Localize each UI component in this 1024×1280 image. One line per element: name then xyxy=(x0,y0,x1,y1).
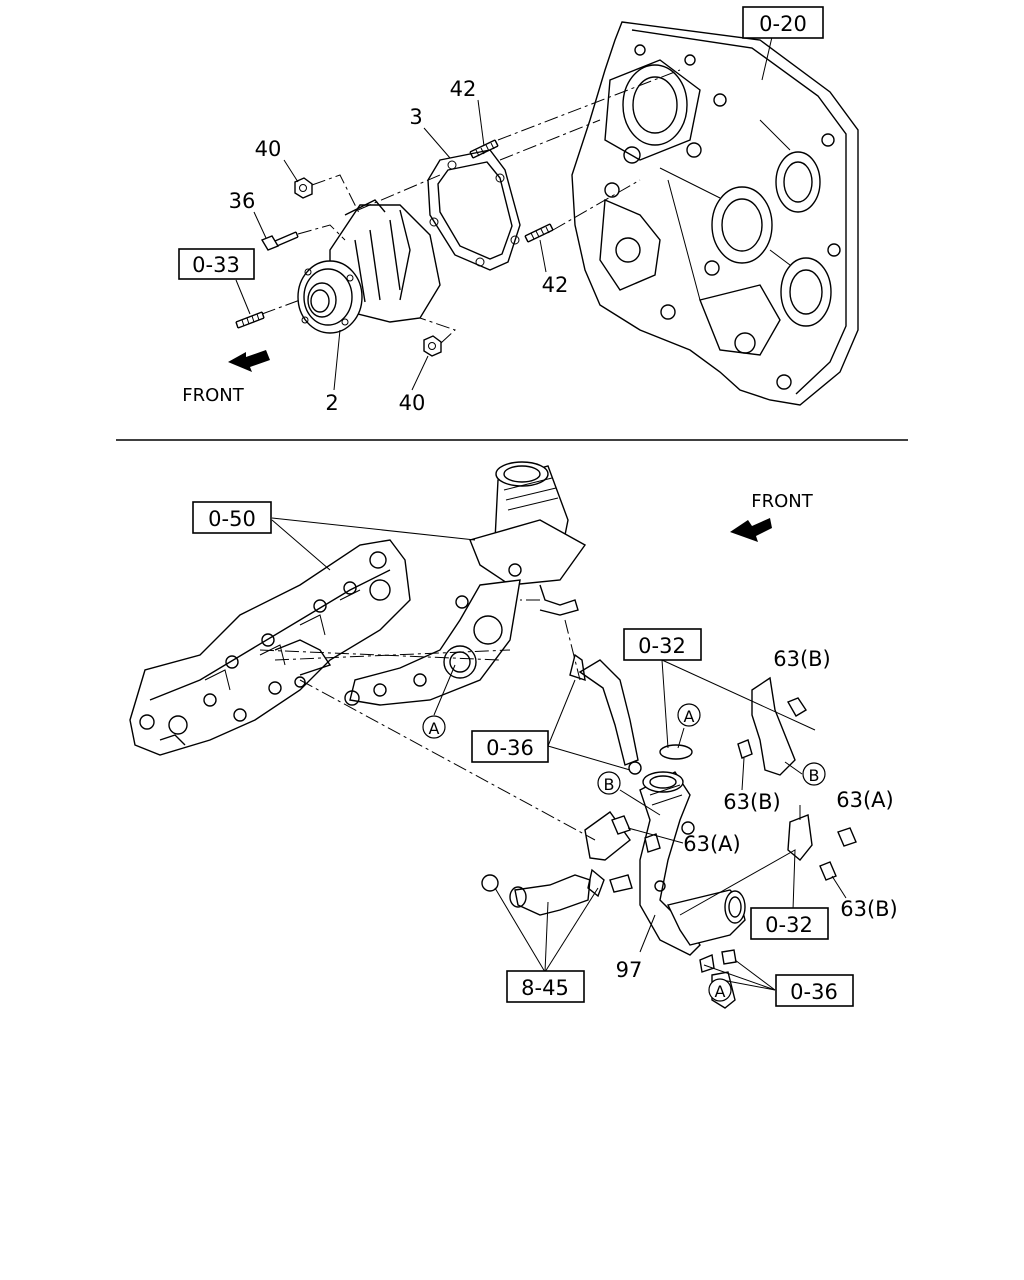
front-arrow-top xyxy=(228,350,270,372)
bolts-nuts-top xyxy=(235,139,554,357)
part-number-40-upper: 40 xyxy=(255,137,282,161)
part-number-97: 97 xyxy=(616,958,643,982)
callout-b-left: B xyxy=(597,771,621,795)
ref-box-text: 0-20 xyxy=(759,12,807,36)
callout-letter: A xyxy=(715,982,726,1001)
callout-letter: A xyxy=(684,707,695,726)
front-label-top: FRONT xyxy=(182,385,244,406)
ref-box-text: 0-36 xyxy=(790,980,838,1004)
ref-box-0-50: 0-50 xyxy=(192,501,272,534)
gasket xyxy=(427,149,521,271)
ref-box-text: 0-50 xyxy=(208,507,256,531)
ref-box-0-36-upper: 0-36 xyxy=(471,730,549,763)
assembly-lines-top xyxy=(261,69,681,344)
callout-letter: B xyxy=(604,775,615,794)
hoses-clamps xyxy=(481,653,737,1009)
ref-box-text: 0-32 xyxy=(638,634,686,658)
water-pipe-97 xyxy=(639,771,746,956)
ref-box-text: 0-33 xyxy=(192,253,240,277)
part-number-40-lower: 40 xyxy=(399,391,426,415)
part-number-3: 3 xyxy=(409,105,422,129)
cylinder-block-side xyxy=(129,539,411,756)
leaders-bottom xyxy=(271,517,847,991)
ref-box-text: 0-36 xyxy=(486,736,534,760)
part-number-2: 2 xyxy=(325,391,338,415)
leaders-top xyxy=(235,36,773,391)
brackets-bolts-bottom xyxy=(584,676,857,881)
part-number-63b-lower: 63(B) xyxy=(840,897,898,921)
oil-cooler-housing xyxy=(344,579,521,706)
part-number-63b-middle: 63(B) xyxy=(723,790,781,814)
callout-a-hose: A xyxy=(708,978,732,1002)
part-number-36: 36 xyxy=(229,189,256,213)
ref-box-0-32-upper: 0-32 xyxy=(623,628,702,661)
ref-box-0-20: 0-20 xyxy=(742,6,824,39)
front-arrow-bottom xyxy=(730,518,772,542)
water-pump xyxy=(297,199,441,334)
ref-box-0-36-lower: 0-36 xyxy=(775,974,854,1007)
oil-filter xyxy=(469,461,587,616)
part-number-63a-left: 63(A) xyxy=(683,832,740,856)
callout-b-right: B xyxy=(802,762,826,786)
part-number-63a-right: 63(A) xyxy=(836,788,893,812)
timing-gear-case xyxy=(571,21,859,406)
ref-box-0-33: 0-33 xyxy=(178,248,255,280)
callout-a-housing: A xyxy=(422,715,446,739)
callout-letter: A xyxy=(429,719,440,738)
part-number-42-lower: 42 xyxy=(542,273,569,297)
ref-box-text: 8-45 xyxy=(521,976,569,1000)
ref-box-8-45: 8-45 xyxy=(506,970,585,1003)
callout-letter: B xyxy=(809,766,820,785)
assembly-lines-bottom xyxy=(259,599,596,841)
ref-box-0-32-lower: 0-32 xyxy=(750,907,829,940)
front-label-bottom: FRONT xyxy=(751,491,813,512)
part-number-42-upper: 42 xyxy=(450,77,477,101)
callout-a-pipe: A xyxy=(677,703,701,727)
part-number-63b-upper: 63(B) xyxy=(773,647,831,671)
ref-box-text: 0-32 xyxy=(765,913,813,937)
